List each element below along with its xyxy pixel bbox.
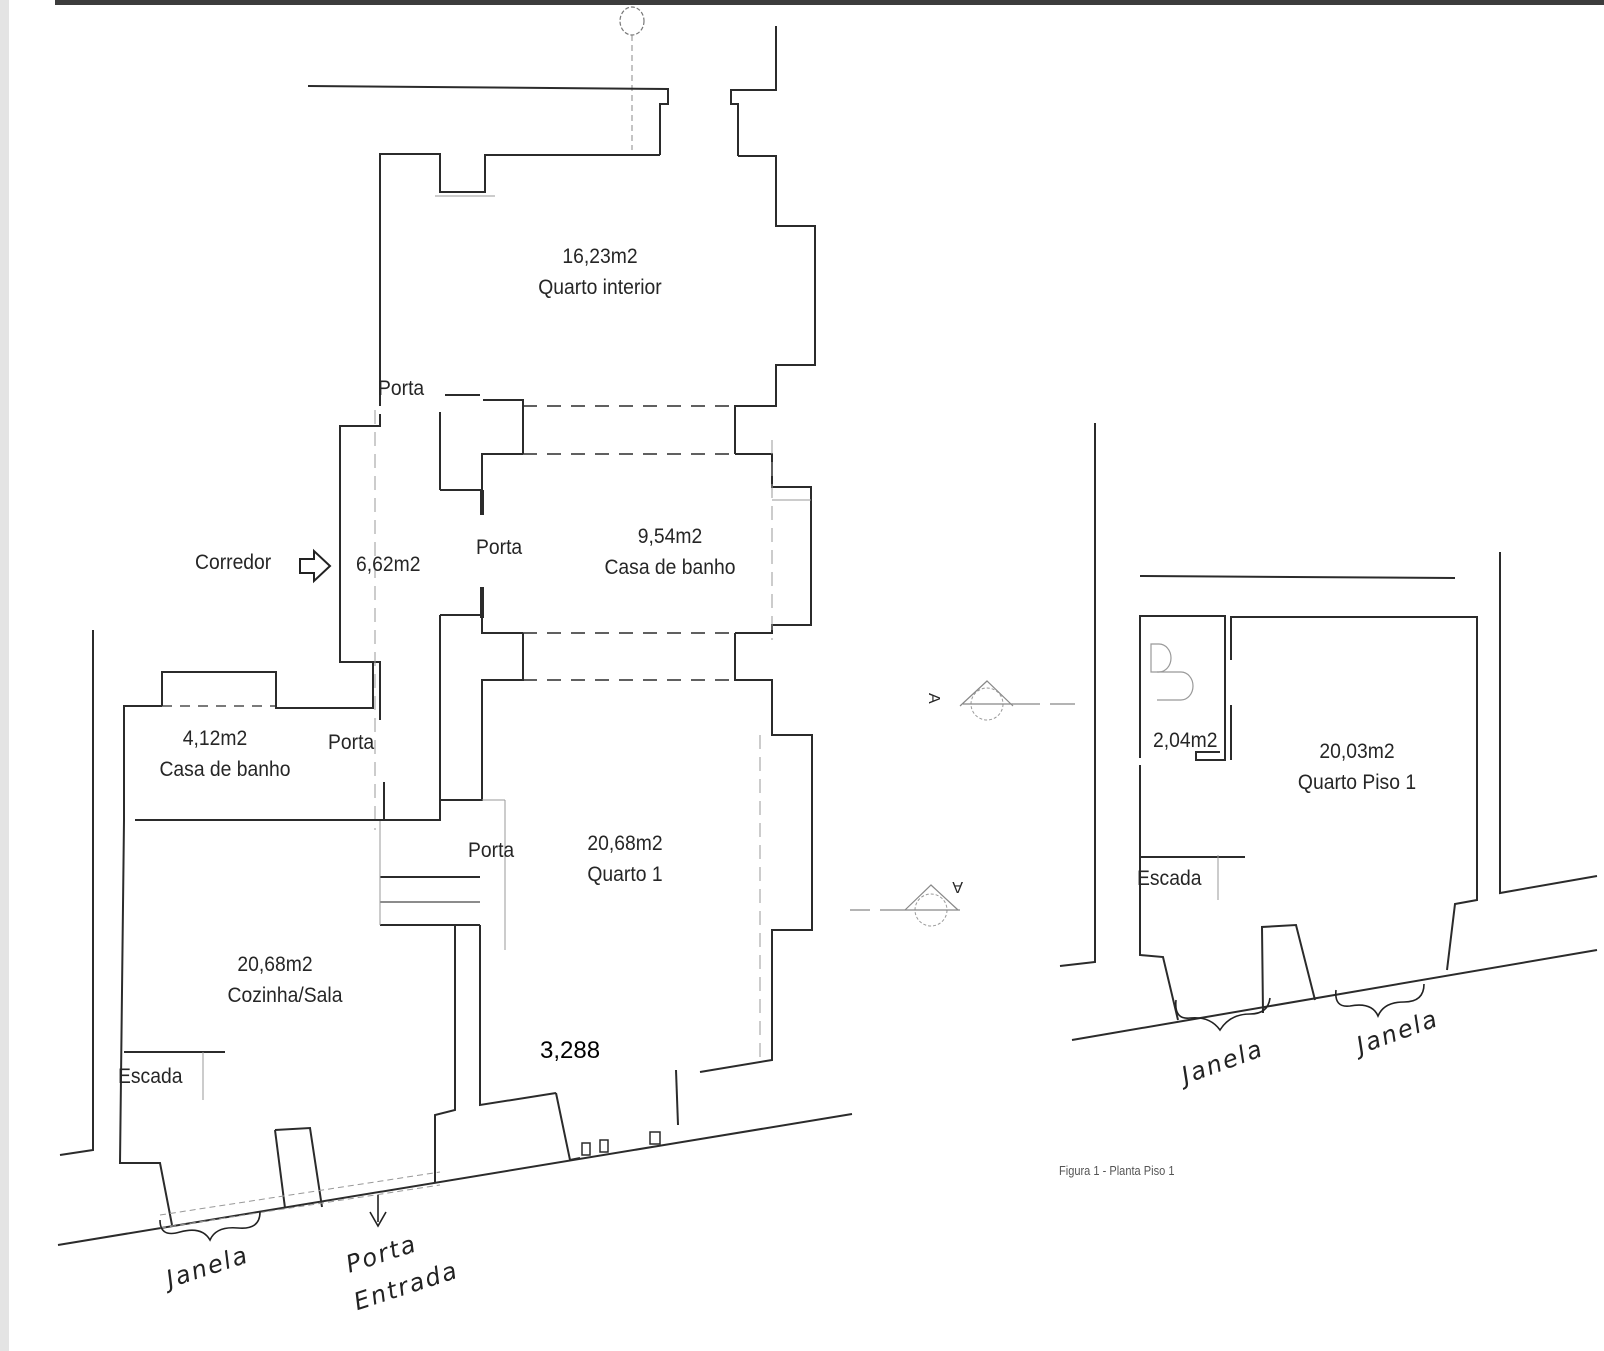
room-area: 16,23m2: [562, 245, 638, 268]
top-border-rule: [55, 0, 1604, 5]
room-casa-de-banho-main: 9,54m2 Casa de banho: [580, 521, 760, 583]
door-label: Porta: [378, 377, 425, 400]
room-area: 4,12m2: [182, 727, 248, 750]
room-name: Quarto interior: [538, 276, 662, 299]
room-area: 20,68m2: [587, 832, 663, 855]
room-quarto-piso-1: 20,03m2 Quarto Piso 1: [1272, 736, 1442, 798]
stair-label-piso-1: Escada: [1137, 867, 1202, 890]
section-marker-a-upper: A: [925, 693, 942, 704]
room-cozinha-sala: 20,68m2 Cozinha/Sala: [210, 949, 360, 1011]
room-area: 20,03m2: [1319, 740, 1395, 763]
room-quarto-1: 20,68m2 Quarto 1: [555, 828, 695, 890]
figure-caption: Figura 1 - Planta Piso 1: [1059, 1163, 1175, 1178]
room-quarto-interior: 16,23m2 Quarto interior: [515, 241, 685, 303]
corridor-area: 6,62m2: [356, 553, 421, 576]
corridor-label: Corredor: [195, 551, 272, 574]
room-area: 9,54m2: [637, 525, 703, 548]
room-name: Casa de banho: [159, 758, 291, 781]
room-name: Quarto Piso 1: [1297, 771, 1417, 794]
room-area: 20,68m2: [237, 953, 313, 976]
door-label: Porta: [468, 839, 515, 862]
section-marker-a-lower: A: [952, 878, 963, 895]
stair-label: Escada: [118, 1065, 183, 1088]
arrow-right-icon: [298, 548, 334, 589]
wc-piso-1-area: 2,04m2: [1153, 729, 1218, 752]
door-label: Porta: [328, 731, 375, 754]
room-name: Quarto 1: [587, 863, 663, 886]
page-left-edge: [0, 0, 9, 1351]
room-casa-de-banho-small: 4,12m2 Casa de banho: [140, 723, 310, 785]
room-name: Cozinha/Sala: [227, 984, 343, 1007]
dimension-label: 3,288: [540, 1037, 601, 1064]
room-name: Casa de banho: [604, 556, 736, 579]
door-label: Porta: [476, 536, 523, 559]
